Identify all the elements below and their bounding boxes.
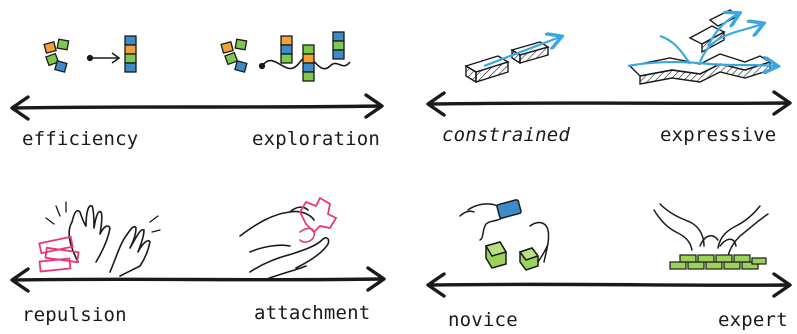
expert-hands-icon (653, 203, 769, 270)
spectrum-arrow-repulsion-attachment (10, 266, 386, 293)
attaching-hands-icon (239, 196, 338, 281)
straight-track-icon (464, 37, 560, 84)
label-expressive: expressive (660, 124, 777, 146)
label-repulsion: repulsion (22, 304, 127, 326)
spectrum-arrow-constrained-expressive (426, 90, 792, 117)
wandering-path-blocks-icon (220, 31, 351, 82)
novice-hands-icon (459, 199, 550, 271)
label-efficiency: efficiency (22, 128, 139, 150)
label-attachment: attachment (254, 302, 371, 324)
label-exploration: exploration (252, 128, 381, 150)
repelling-hands-icon (38, 201, 161, 277)
scattered-blocks-icon (43, 38, 121, 73)
label-expert: expert (718, 309, 788, 331)
label-constrained: constrained (442, 124, 571, 146)
stacked-blocks-icon (124, 35, 137, 73)
label-novice: novice (448, 309, 518, 331)
spectrum-arrow-novice-expert (426, 272, 792, 298)
spectrum-arrow-efficiency-exploration (10, 93, 384, 121)
branching-track-icon (627, 9, 776, 85)
